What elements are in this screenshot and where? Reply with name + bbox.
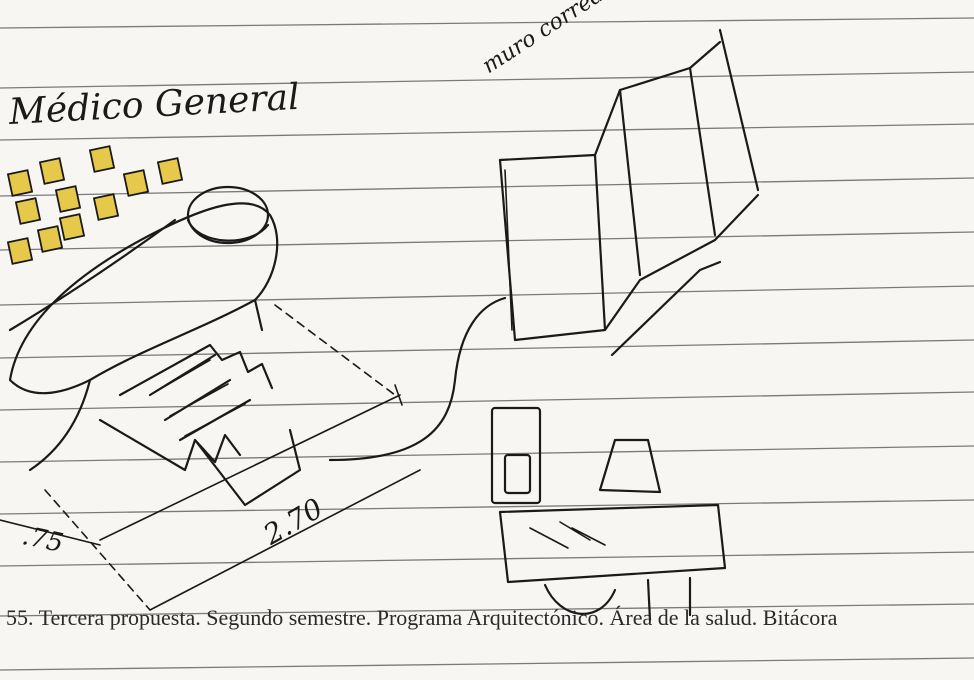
dimension-lines [0, 304, 421, 611]
sliding-wall [498, 28, 760, 357]
exam-bed [8, 185, 279, 472]
figure-caption: 55. Tercera propuesta. Segundo semestre.… [6, 605, 838, 630]
yellow-tiles [6, 145, 184, 265]
ruled-lines [0, 17, 974, 671]
bed-steps [98, 343, 302, 507]
connector-curve [328, 296, 507, 462]
desk-furniture [490, 406, 727, 622]
